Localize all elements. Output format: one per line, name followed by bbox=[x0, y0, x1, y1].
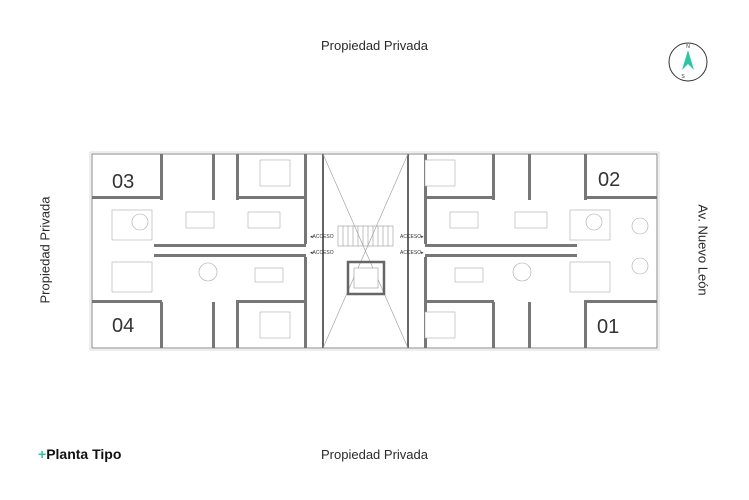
unit-number-04: 04 bbox=[112, 315, 134, 337]
interior-walls bbox=[92, 154, 657, 348]
furniture bbox=[111, 159, 649, 339]
plan-title-text: Planta Tipo bbox=[46, 446, 122, 462]
compass-north: N bbox=[686, 44, 690, 50]
unit-number-02: 02 bbox=[598, 169, 620, 191]
access-label: ACCESO▸ bbox=[400, 250, 424, 256]
plus-icon: + bbox=[38, 446, 47, 462]
building-outline bbox=[89, 151, 660, 351]
bottom-boundary-label: Propiedad Privada bbox=[321, 447, 428, 462]
compass-icon: N S bbox=[668, 42, 708, 82]
unit-number-03: 03 bbox=[112, 171, 134, 193]
unit-number-01: 01 bbox=[597, 316, 619, 338]
plan-title: +Planta Tipo bbox=[38, 446, 121, 462]
compass-south: S bbox=[681, 74, 685, 80]
corridor-walls bbox=[154, 244, 577, 257]
access-label: ◂ACCESO bbox=[310, 234, 334, 240]
top-boundary-label: Propiedad Privada bbox=[321, 38, 428, 53]
central-core bbox=[322, 153, 409, 349]
access-label: ACCESO▸ bbox=[400, 234, 424, 240]
access-label: ◂ACCESO bbox=[310, 250, 334, 256]
